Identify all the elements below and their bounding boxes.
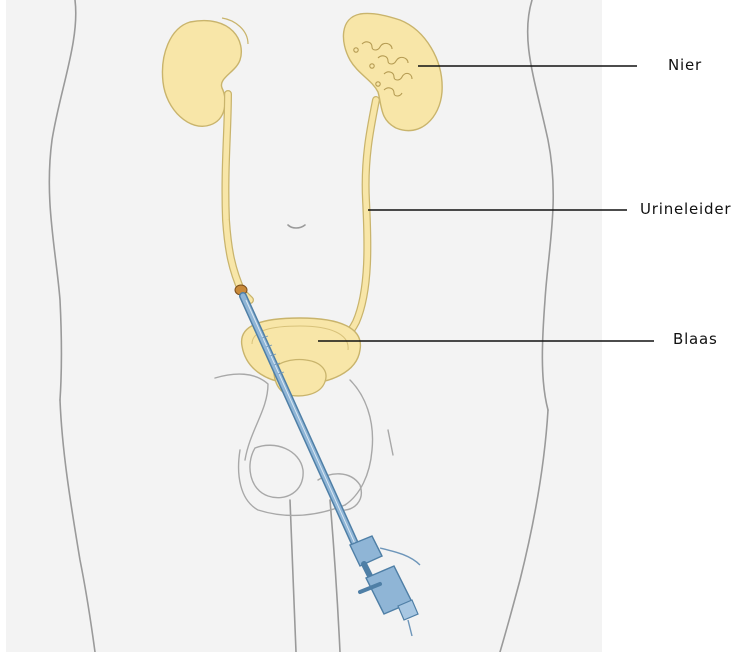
label-kidney: Nier	[668, 56, 702, 74]
label-ureter: Urineleider	[640, 200, 731, 218]
label-bladder: Blaas	[673, 330, 718, 348]
